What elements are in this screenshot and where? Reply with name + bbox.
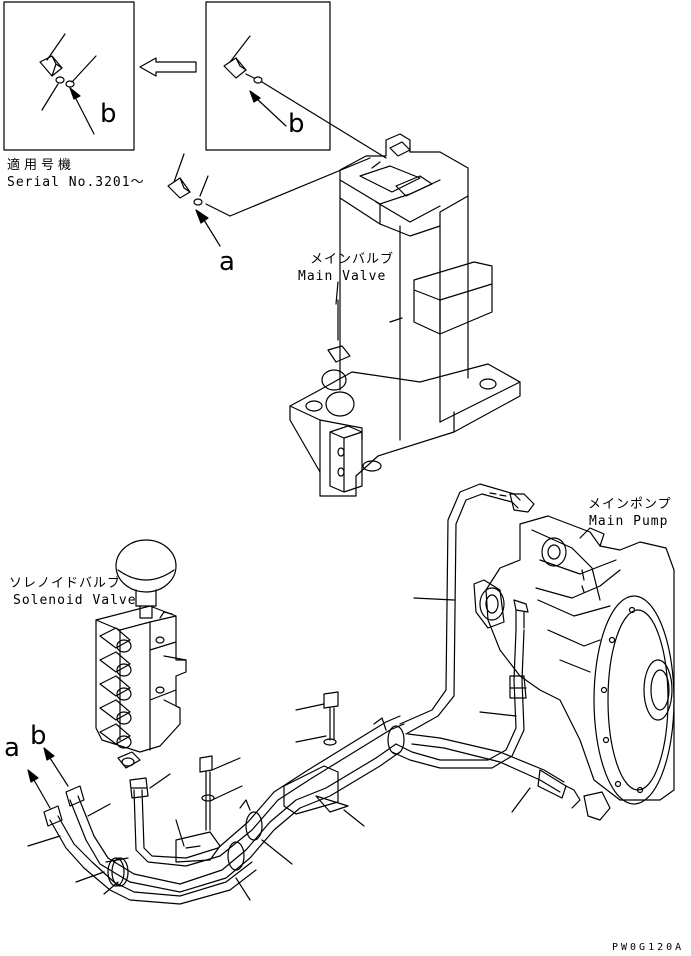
drawing-code: PW0G120A bbox=[612, 942, 685, 953]
callout-a-main: a bbox=[219, 247, 235, 277]
detail-box-left bbox=[4, 2, 134, 150]
fitting-elbow-detail-left bbox=[40, 34, 96, 110]
fitting-a bbox=[168, 154, 370, 246]
arrow-b-left bbox=[70, 88, 94, 134]
arrow-b-hose bbox=[44, 748, 68, 786]
fitting-elbow-detail-right bbox=[224, 36, 262, 83]
callout-b-detail-right: b bbox=[288, 109, 305, 139]
callout-b-hose: b bbox=[30, 721, 47, 751]
hose-a-line bbox=[44, 806, 256, 904]
main-pump bbox=[474, 516, 674, 804]
arrow-a bbox=[196, 210, 220, 246]
transition-arrow bbox=[140, 58, 196, 76]
main-pump-jp-label: メインポンプ bbox=[588, 497, 672, 512]
callout-b-detail-left: b bbox=[100, 99, 117, 129]
hose-b-line bbox=[66, 744, 400, 892]
bolt-right bbox=[324, 692, 338, 745]
serial-en-label: Serial No.3201～ bbox=[7, 175, 145, 190]
solenoid-valve-en-label: Solenoid Valve bbox=[13, 593, 137, 608]
arrow-b-right bbox=[250, 91, 286, 126]
main-valve bbox=[290, 134, 520, 496]
hose-pump-lower bbox=[392, 630, 526, 768]
solenoid-coil bbox=[100, 628, 131, 748]
hose-clamp-right bbox=[284, 718, 404, 814]
hose-clamp-lower-left bbox=[106, 858, 128, 886]
hose-main-pump bbox=[400, 484, 534, 734]
serial-jp-label: 適用号機 bbox=[7, 158, 76, 173]
bolt-left bbox=[200, 756, 214, 830]
main-pump-en-label: Main Pump bbox=[589, 514, 669, 529]
hose-clamp-middle bbox=[176, 800, 262, 870]
callout-a-hose: a bbox=[4, 733, 20, 763]
arrow-a-hose bbox=[28, 770, 50, 808]
solenoid-valve bbox=[96, 540, 186, 768]
hose-pump-right bbox=[408, 734, 610, 820]
main-valve-en-label: Main Valve bbox=[298, 269, 387, 284]
hose-lower-routing bbox=[130, 716, 404, 866]
solenoid-valve-jp-label: ソレノイドバルブ bbox=[9, 576, 122, 591]
detail-box-right bbox=[206, 2, 386, 158]
leader-lines bbox=[28, 282, 530, 900]
main-valve-jp-label: メインバルブ bbox=[310, 252, 395, 267]
